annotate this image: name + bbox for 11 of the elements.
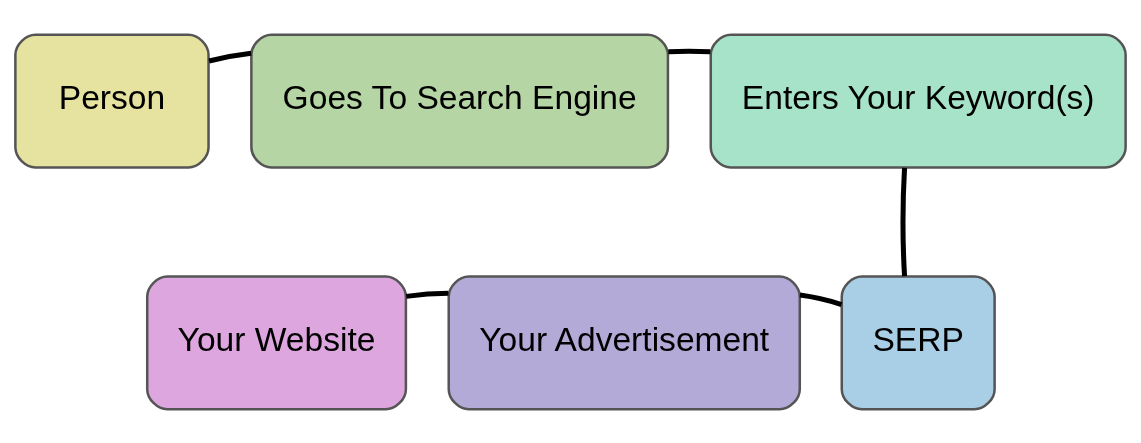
- connector: [668, 48, 711, 54]
- node-box: Your Advertisement: [447, 274, 802, 411]
- connector: [405, 290, 449, 299]
- node-box: Your Website: [145, 274, 408, 411]
- node-box: SERP: [840, 274, 996, 411]
- connector: [208, 50, 252, 63]
- connector: [799, 292, 843, 307]
- node-box: Goes To Search Engine: [250, 32, 670, 169]
- node-box: Enters Your Keyword(s): [709, 32, 1127, 169]
- connector: [900, 167, 908, 276]
- node-box: Person: [14, 32, 210, 169]
